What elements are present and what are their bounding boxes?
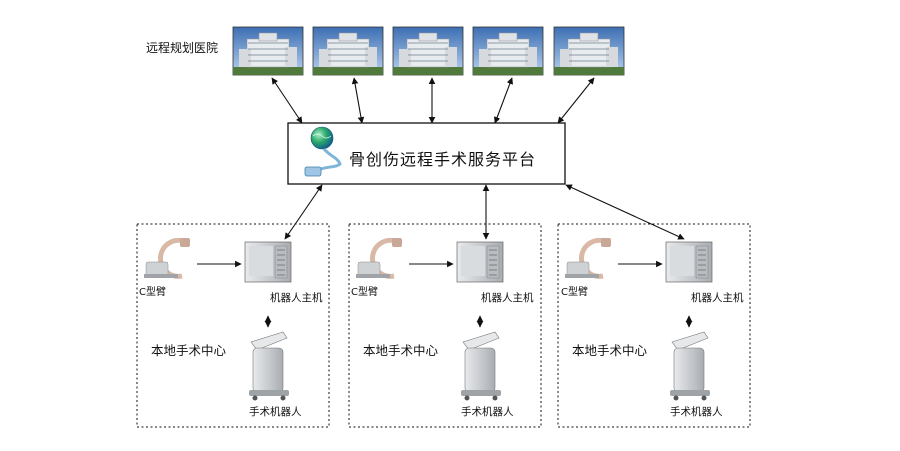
hospital-platform-arrow bbox=[557, 77, 595, 124]
surgical-robot-label: 手术机器人 bbox=[249, 406, 302, 418]
local-center-label: 本地手术中心 bbox=[151, 343, 227, 358]
hospital-platform-arrow bbox=[494, 77, 513, 124]
surgical-robot-label: 手术机器人 bbox=[461, 406, 514, 418]
c-arm-xray-icon bbox=[356, 237, 402, 279]
local-center-label: 本地手术中心 bbox=[363, 343, 439, 358]
hospital-building-icon bbox=[392, 26, 464, 76]
remote-hospital-row bbox=[232, 26, 625, 76]
hospital-platform-arrow bbox=[351, 77, 365, 124]
local-center-box bbox=[136, 223, 330, 428]
robot-host-label: 机器人主机 bbox=[270, 292, 323, 304]
local-center-label: 本地手术中心 bbox=[572, 343, 648, 358]
platform-host-arrow bbox=[565, 184, 685, 240]
c-arm-label: C型臂 bbox=[139, 287, 166, 298]
c-arm-label: C型臂 bbox=[351, 287, 378, 298]
c-arm-xray-icon bbox=[565, 237, 611, 279]
surgical-robot-label: 手术机器人 bbox=[670, 406, 723, 418]
hospital-platform-arrow bbox=[271, 77, 303, 124]
local-center-box bbox=[557, 223, 751, 428]
surgical-robot-icon bbox=[249, 331, 289, 401]
hospital-building-icon bbox=[472, 26, 544, 76]
robot-host-label: 机器人主机 bbox=[691, 292, 744, 304]
local-centers bbox=[136, 223, 751, 428]
platform-host-arrow bbox=[284, 184, 323, 240]
hospital-building-icon bbox=[312, 26, 384, 76]
hospital-building-icon bbox=[232, 26, 304, 76]
local-center-box bbox=[348, 223, 542, 428]
remote-hospital-label: 远程规划医院 bbox=[146, 41, 219, 55]
robot-host-console-icon bbox=[244, 241, 292, 283]
surgical-robot-icon bbox=[461, 331, 501, 401]
platform-box bbox=[287, 122, 566, 185]
surgical-robot-icon bbox=[670, 331, 710, 401]
robot-host-console-icon bbox=[456, 241, 504, 283]
robot-host-console-icon bbox=[665, 241, 713, 283]
globe-network-icon bbox=[304, 126, 342, 177]
platform-title: 骨创伤远程手术服务平台 bbox=[349, 150, 537, 169]
hospital-building-icon bbox=[553, 26, 625, 76]
connection-arrows bbox=[197, 77, 693, 328]
robot-host-label: 机器人主机 bbox=[481, 292, 534, 304]
c-arm-xray-icon bbox=[144, 237, 190, 279]
c-arm-label: C型臂 bbox=[561, 287, 588, 298]
